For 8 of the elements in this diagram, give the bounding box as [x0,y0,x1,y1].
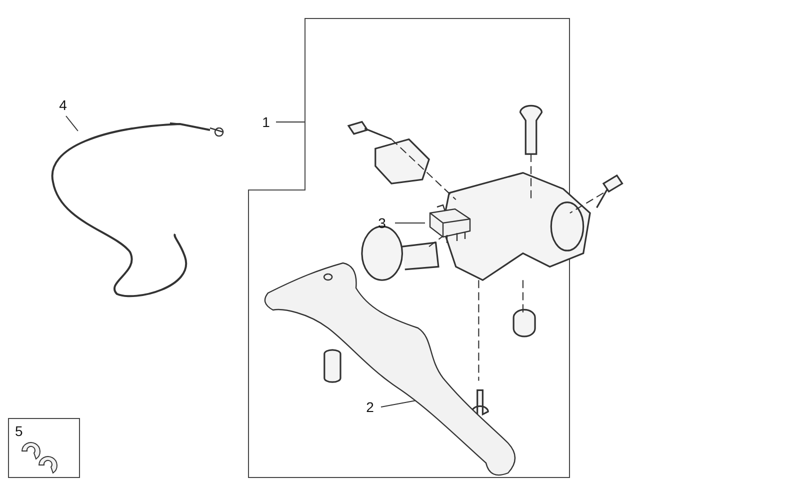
leader-line [394,222,426,224]
callout-number: 2 [364,398,376,416]
parts-box [8,418,80,478]
callout-number: 4 [57,96,69,114]
leader-line [66,116,78,132]
callout-number: 1 [260,113,272,131]
leader-line [276,121,306,122]
callout-number: 5 [15,422,23,440]
